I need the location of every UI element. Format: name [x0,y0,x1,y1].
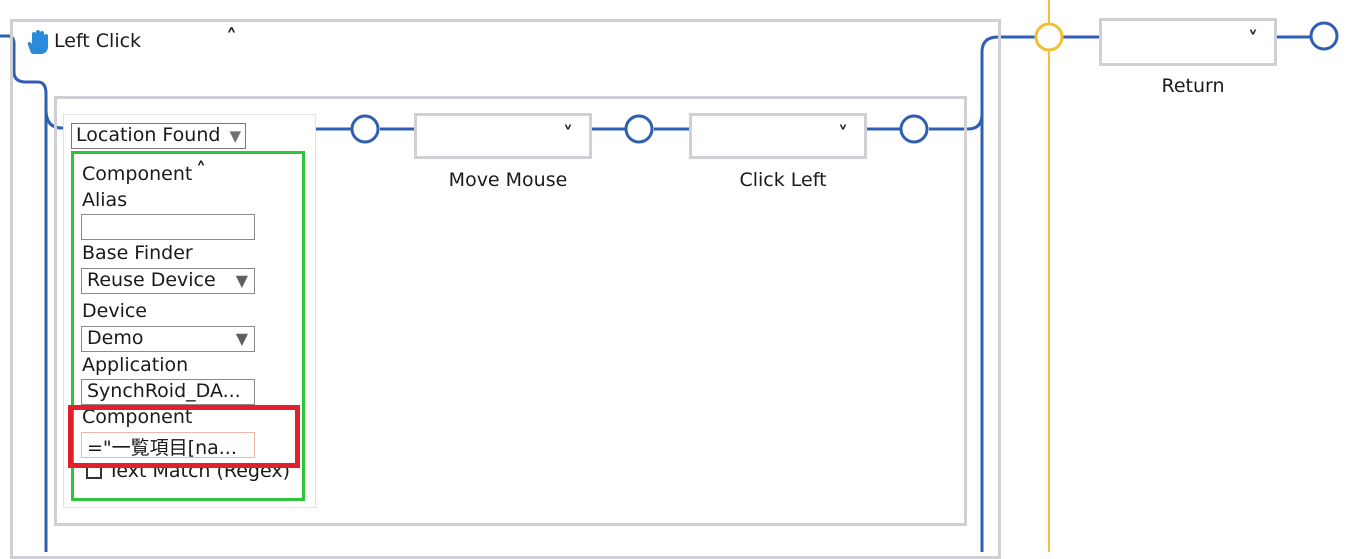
chevron-up-icon[interactable]: ˄ [226,26,237,51]
base-finder-label: Base Finder [82,242,193,264]
device-value: Demo [87,327,144,349]
alias-label: Alias [82,189,128,211]
click-left-select[interactable]: ˅ [689,113,867,159]
triangle-down-icon: ▼ [229,127,241,145]
application-label: Application [82,354,189,376]
click-left-label: Click Left [739,169,827,191]
flow-node[interactable] [624,114,654,144]
move-mouse-label: Move Mouse [448,169,568,191]
highlight-box [68,405,300,468]
flow-node-yellow[interactable] [1034,22,1064,52]
flow-node[interactable] [899,114,929,144]
device-label: Device [82,300,147,322]
component-label: Component [82,406,193,428]
chevron-up-icon[interactable]: ˄ [196,158,206,182]
alias-input[interactable] [81,214,255,240]
inner-sequence-panel [54,96,967,526]
inner-right-wire [929,35,1035,131]
component-heading: Component [82,163,193,185]
base-finder-select[interactable]: Reuse Device ▼ [81,268,255,294]
left-click-title: Left Click [54,30,142,52]
flow-node-end[interactable] [1309,21,1339,51]
hand-icon [22,28,50,60]
base-finder-value: Reuse Device [87,269,216,291]
location-found-select[interactable]: Location Found ▼ [71,123,246,149]
component-frame [71,151,305,501]
return-label: Return [1161,75,1225,97]
inner-left-wire [44,109,70,130]
move-mouse-select[interactable]: ˅ [414,113,592,159]
component-input[interactable]: ="一覧項目[na... [81,432,255,458]
device-select[interactable]: Demo ▼ [81,326,255,352]
chevron-down-icon: ˅ [1248,27,1258,51]
application-input[interactable]: SynchRoid_DA... [81,379,255,405]
triangle-down-icon: ▼ [235,329,248,348]
triangle-down-icon: ▼ [235,271,248,290]
chevron-down-icon: ˅ [563,122,573,146]
chevron-down-icon: ˅ [838,122,848,146]
return-select[interactable]: ˅ [1099,18,1277,66]
location-found-label: Location Found [76,124,221,146]
flow-node[interactable] [350,114,380,144]
